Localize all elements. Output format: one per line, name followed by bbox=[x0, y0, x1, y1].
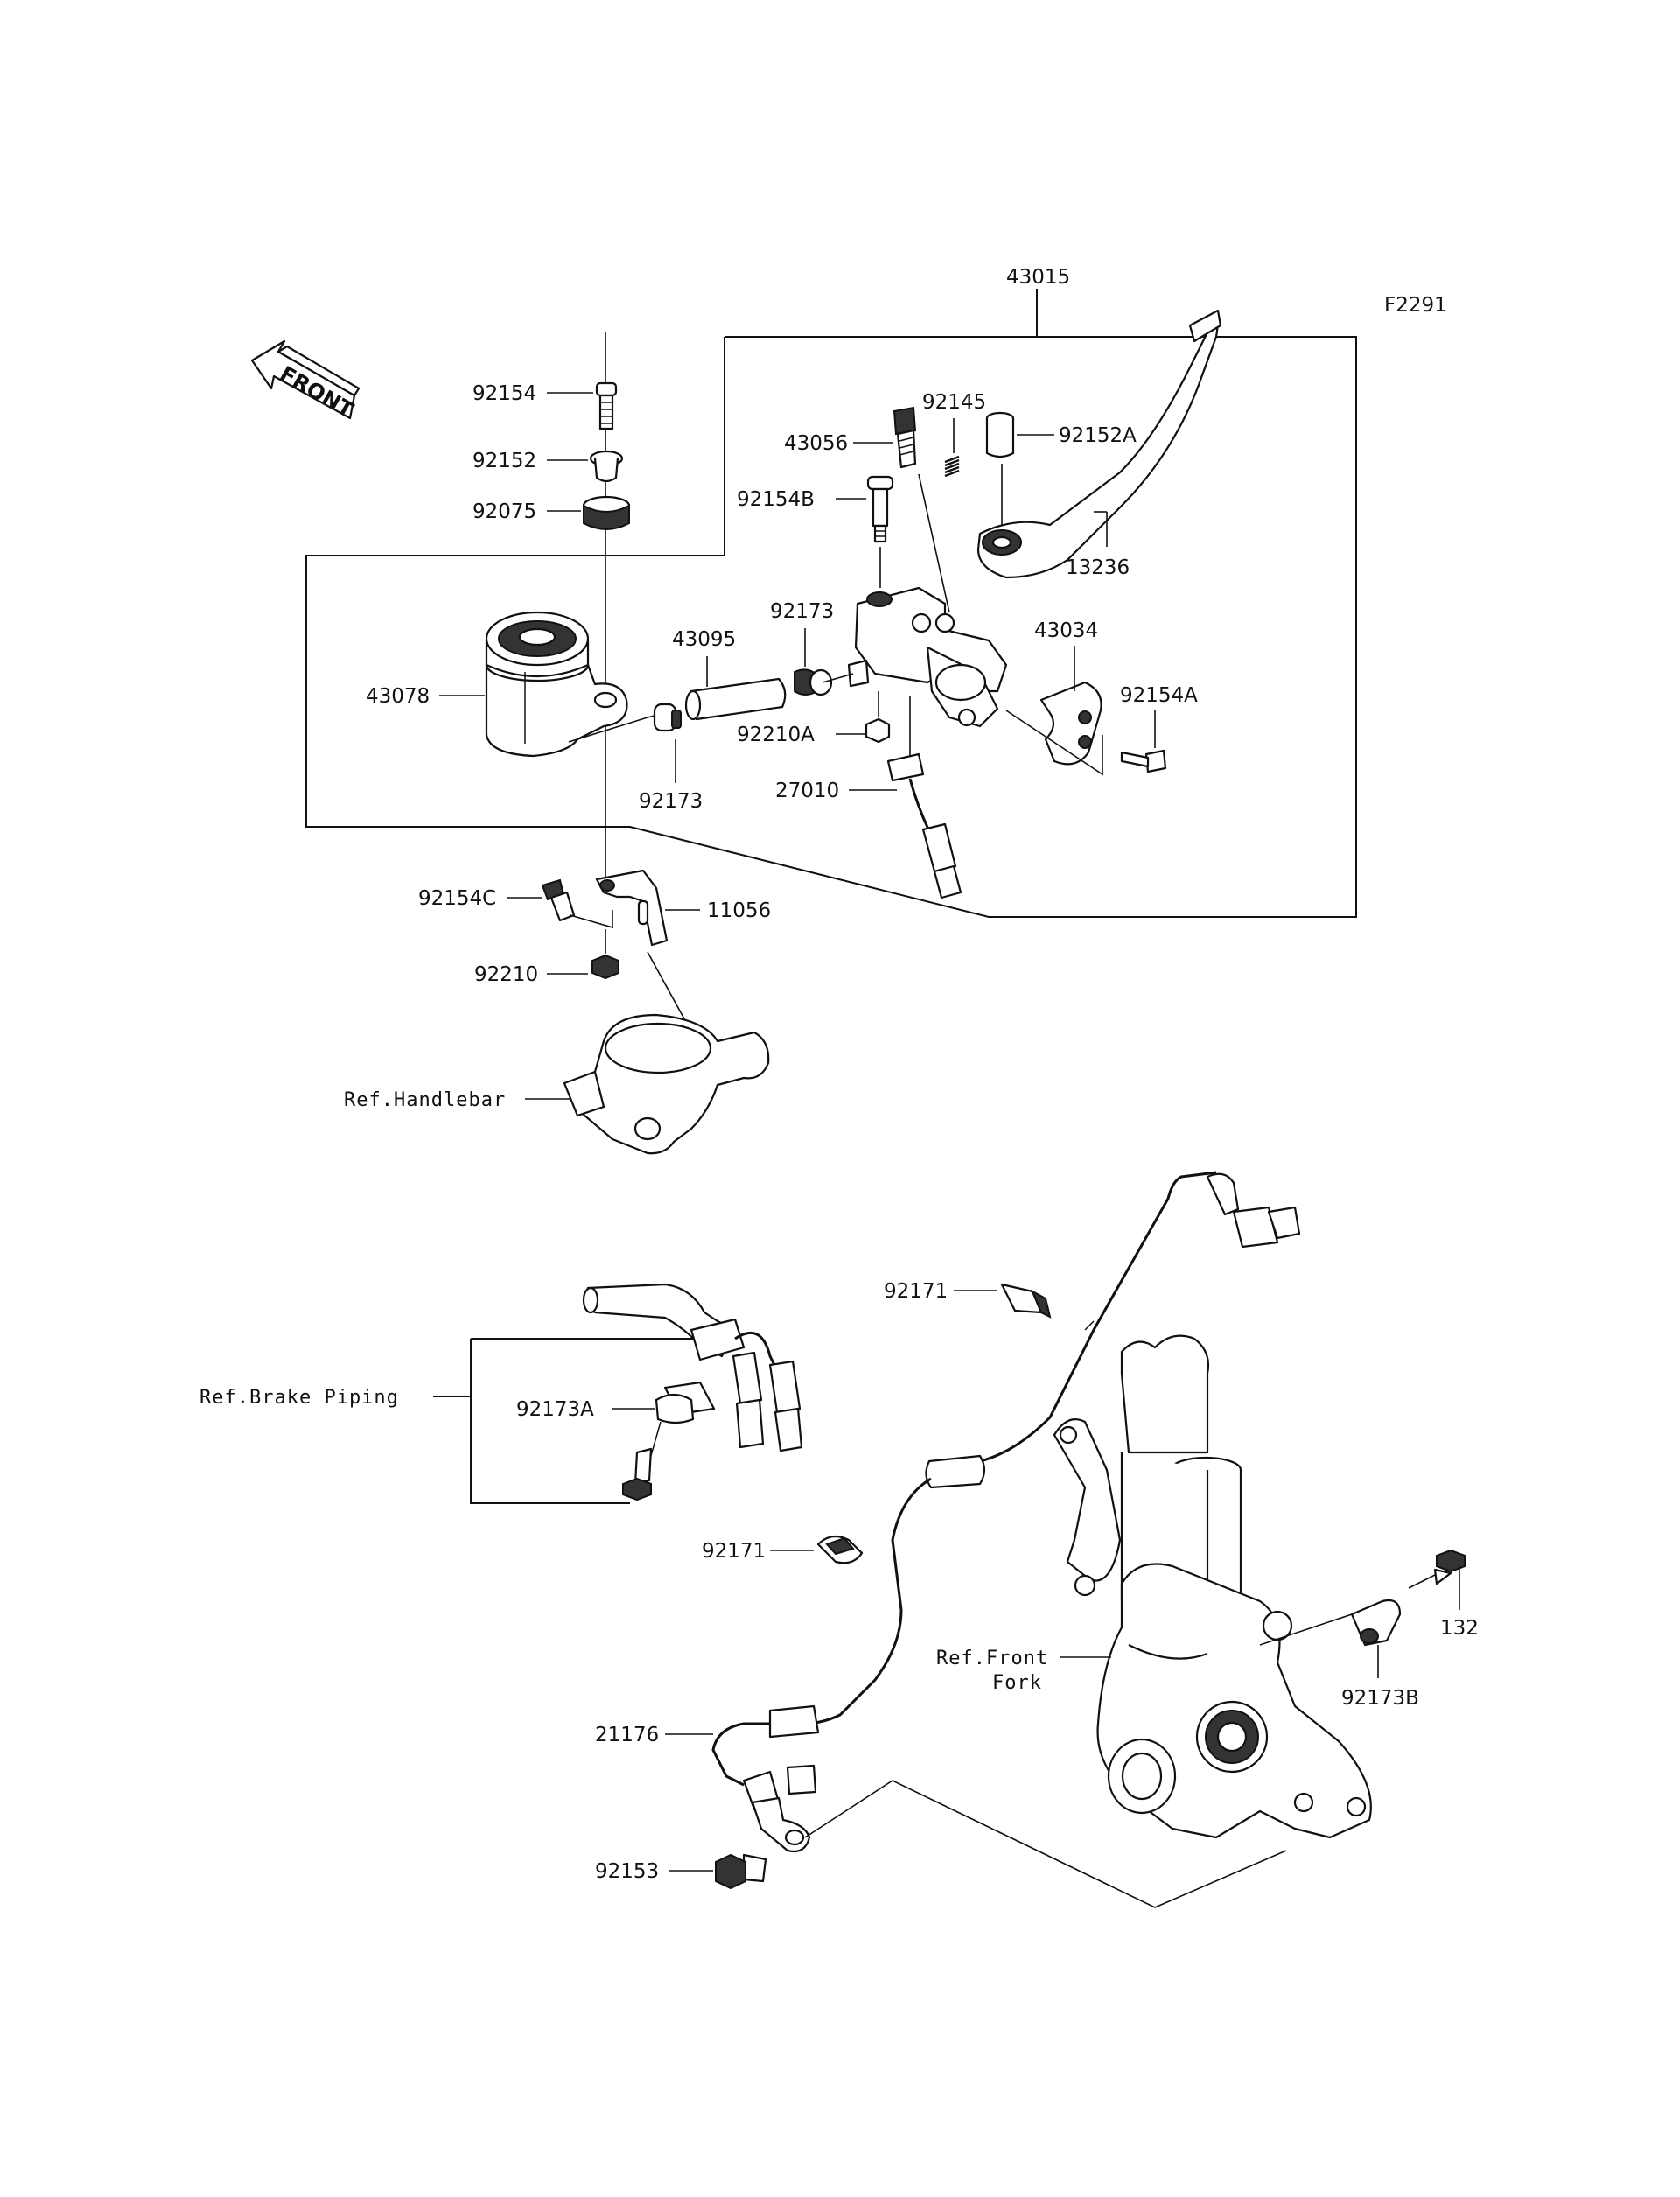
label-92075: 92075 bbox=[472, 500, 536, 523]
bolt-92154A-icon bbox=[1120, 749, 1167, 773]
screw-92154-icon bbox=[595, 381, 618, 430]
label-92154: 92154 bbox=[472, 382, 536, 405]
label-92171-upper: 92171 bbox=[884, 1280, 948, 1303]
clip-92171-upper-icon bbox=[1000, 1283, 1052, 1319]
assembly-43015-frame bbox=[305, 289, 1357, 918]
abs-sensor-21176-icon bbox=[711, 1171, 1301, 1853]
label-92171-lower: 92171 bbox=[702, 1540, 766, 1563]
label-92173-upper: 92173 bbox=[770, 600, 834, 623]
label-11056: 11056 bbox=[707, 899, 771, 922]
grommet-92075-icon bbox=[582, 495, 631, 530]
label-92173-lower: 92173 bbox=[639, 790, 703, 813]
label-43095: 43095 bbox=[672, 628, 736, 651]
label-92173B: 92173B bbox=[1341, 1687, 1419, 1710]
label-43056: 43056 bbox=[784, 432, 848, 455]
reservoir-43078-icon bbox=[485, 611, 628, 758]
label-92154A: 92154A bbox=[1120, 684, 1198, 707]
bolt-132-icon bbox=[1433, 1549, 1466, 1585]
brake-lever-13236-icon bbox=[976, 309, 1222, 579]
bolt-92153-icon bbox=[715, 1853, 767, 1890]
bushing-92152A-icon bbox=[985, 411, 1015, 458]
fitting-43056-icon bbox=[892, 406, 917, 469]
collar-92152-icon bbox=[589, 450, 624, 483]
label-92173A: 92173A bbox=[516, 1398, 594, 1421]
handlebar-clamp-icon bbox=[563, 1013, 770, 1155]
clip-92171-lower-icon bbox=[816, 1535, 864, 1564]
label-92210A: 92210A bbox=[737, 724, 815, 746]
clamp-92173-lower-icon bbox=[653, 703, 682, 732]
brake-piping-icon bbox=[582, 1283, 803, 1452]
label-13236: 13236 bbox=[1066, 556, 1130, 579]
pivot-bolt-92154B-icon bbox=[866, 475, 894, 543]
clamp-92173A-icon bbox=[654, 1393, 695, 1424]
label-92145: 92145 bbox=[922, 391, 986, 414]
master-cylinder-body-icon bbox=[822, 586, 1008, 728]
sensor-fork-leader bbox=[804, 1780, 1287, 1908]
label-21176: 21176 bbox=[595, 1724, 659, 1746]
label-92154B: 92154B bbox=[737, 488, 815, 511]
label-43078: 43078 bbox=[366, 685, 430, 708]
ref-handlebar: Ref.Handlebar bbox=[344, 1089, 506, 1111]
label-92210: 92210 bbox=[474, 963, 538, 986]
spring-92145-icon bbox=[944, 455, 960, 478]
brake-piping-frame bbox=[433, 1338, 696, 1504]
diagram-code: F2291 bbox=[1384, 294, 1447, 317]
bracket-11056-icon bbox=[595, 869, 668, 947]
clamp-92173-upper-icon bbox=[794, 668, 833, 696]
hose-43095-icon bbox=[684, 677, 787, 721]
label-43034: 43034 bbox=[1034, 619, 1098, 642]
holder-43034-icon bbox=[1040, 681, 1102, 766]
label-27010: 27010 bbox=[775, 780, 839, 802]
nut-92210A-icon bbox=[864, 717, 891, 744]
clamp-92173B-icon bbox=[1350, 1599, 1402, 1647]
label-92152: 92152 bbox=[472, 450, 536, 472]
brake-switch-27010-icon bbox=[886, 752, 962, 899]
label-92152A: 92152A bbox=[1059, 424, 1137, 447]
ref-front-fork-line1: Ref.Front bbox=[936, 1648, 1048, 1669]
label-132: 132 bbox=[1440, 1617, 1479, 1640]
ref-front-fork-line2: Fork bbox=[992, 1672, 1042, 1694]
label-43015: 43015 bbox=[1006, 266, 1070, 289]
front-fork-icon bbox=[1053, 1334, 1372, 1839]
label-92153: 92153 bbox=[595, 1860, 659, 1883]
front-arrow-icon: FRONT bbox=[250, 339, 360, 423]
screw-92173A-icon bbox=[622, 1421, 662, 1501]
screw-92154C-icon bbox=[541, 878, 576, 922]
nut-92210-icon bbox=[592, 954, 620, 980]
ref-brake-piping: Ref.Brake Piping bbox=[200, 1387, 399, 1409]
label-92154C: 92154C bbox=[418, 887, 496, 910]
